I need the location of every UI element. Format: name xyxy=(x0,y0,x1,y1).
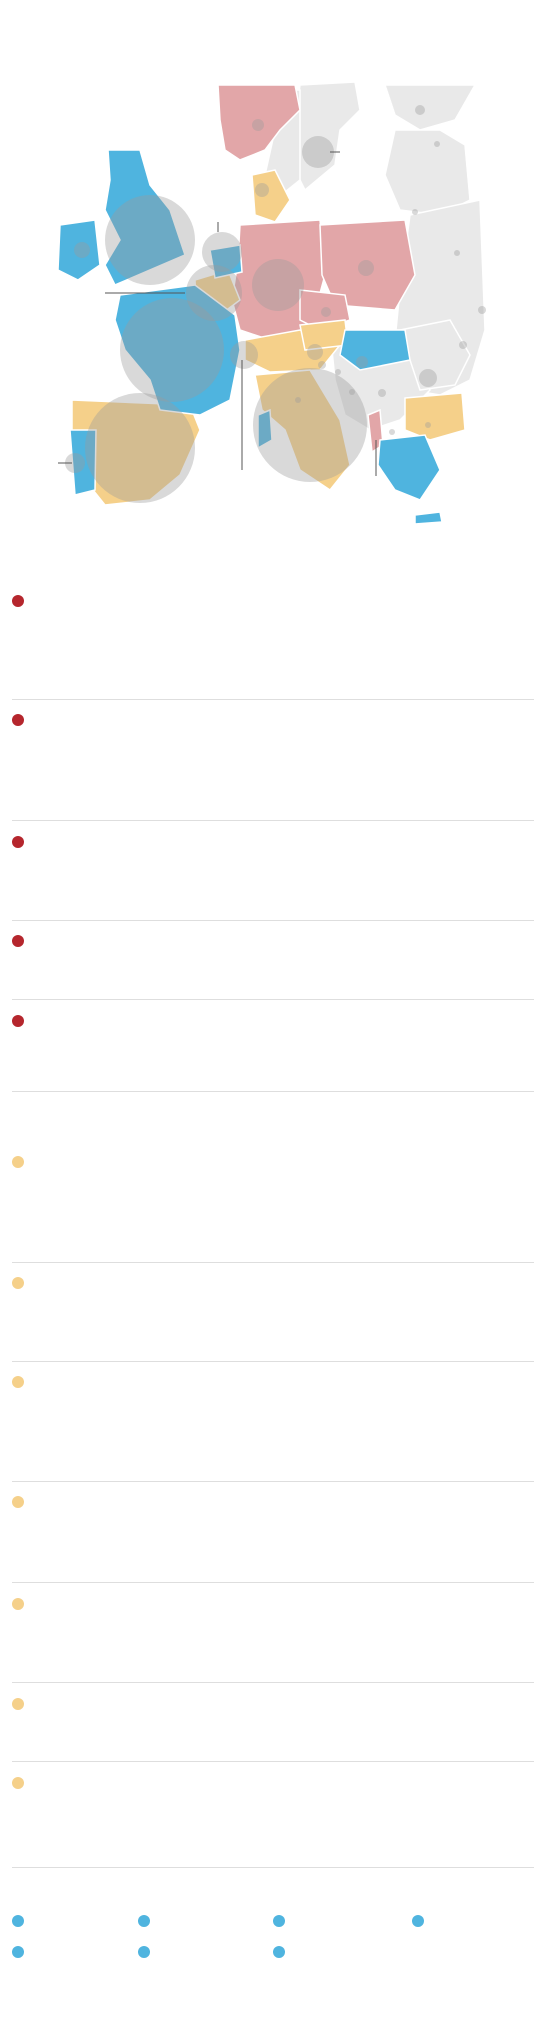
blue-dot-icon xyxy=(138,1946,150,1958)
divider xyxy=(12,1481,534,1482)
list-item xyxy=(12,921,534,1000)
divider xyxy=(12,1867,534,1868)
region-portugal xyxy=(69,429,97,496)
yellow-dot-icon xyxy=(12,1598,24,1610)
bubble-ireland xyxy=(74,242,90,258)
list-item xyxy=(12,1263,534,1362)
region-bulgaria xyxy=(404,392,466,441)
list-item xyxy=(12,700,534,821)
list-item xyxy=(12,821,534,921)
red-dot-icon xyxy=(12,714,24,726)
region-hungary xyxy=(299,319,349,351)
divider xyxy=(12,1582,534,1583)
divider xyxy=(12,1361,534,1362)
europe-map xyxy=(0,0,546,560)
divider xyxy=(12,1761,534,1762)
blue-dot-icon xyxy=(273,1946,285,1958)
region-baltics xyxy=(384,129,471,216)
bubble-finland xyxy=(415,105,425,115)
blue-dot-icon xyxy=(412,1915,424,1927)
europe-map-svg xyxy=(57,81,486,525)
red-dot-icon xyxy=(12,595,24,607)
bubble-poland xyxy=(358,260,374,276)
region-romania xyxy=(399,319,471,391)
bubble-ukraine xyxy=(478,306,486,314)
bubble-austria xyxy=(307,344,323,360)
bubble-uk xyxy=(105,195,195,285)
blue-dot-icon xyxy=(138,1915,150,1927)
region-france xyxy=(114,284,241,416)
region-slovakia xyxy=(339,329,411,371)
yellow-dot-icon xyxy=(12,1698,24,1710)
blue-dot-icon xyxy=(273,1915,285,1927)
blue-regions xyxy=(57,149,443,525)
divider xyxy=(12,820,534,821)
region-netherlands xyxy=(209,244,243,279)
region-denmark xyxy=(251,169,291,223)
bubble-germany xyxy=(252,259,304,311)
divider xyxy=(12,1682,534,1683)
bubble-lithuania xyxy=(454,250,460,256)
list-item xyxy=(12,560,534,700)
bubble-estonia xyxy=(434,141,440,147)
legend-dots xyxy=(12,1915,534,1975)
bubble-belgium xyxy=(186,265,242,321)
region-finland xyxy=(383,84,477,131)
region-poland xyxy=(319,219,416,311)
list-item xyxy=(12,1482,534,1583)
bubble-romania xyxy=(419,369,437,387)
bubble-denmark xyxy=(255,183,269,197)
divider xyxy=(12,1262,534,1263)
bubble-serbia xyxy=(349,389,355,395)
region-greece xyxy=(377,434,441,501)
leader-lines xyxy=(58,151,377,476)
blue-dot-icon xyxy=(12,1946,24,1958)
region-croatia xyxy=(257,408,273,450)
red-dot-icon xyxy=(12,836,24,848)
bubble-france xyxy=(120,298,224,402)
region-cyprus xyxy=(414,511,443,525)
region-ireland xyxy=(57,219,101,281)
bubble-greece xyxy=(389,429,395,435)
yellow-dot-icon xyxy=(12,1496,24,1508)
bubble-netherlands xyxy=(202,232,242,272)
bubble-switzerland xyxy=(230,341,258,369)
bubble-sweden xyxy=(302,136,334,168)
bubbles xyxy=(65,105,486,503)
bubble-bosnia xyxy=(378,389,386,397)
yellow-regions xyxy=(71,169,466,506)
bubble-slovenia xyxy=(318,361,326,369)
bubble-malta xyxy=(295,397,301,403)
divider xyxy=(12,699,534,700)
yellow-dot-icon xyxy=(12,1277,24,1289)
list-item xyxy=(12,1683,534,1762)
bubble-italy xyxy=(253,368,367,482)
red-dot-icon xyxy=(12,935,24,947)
bubble-portugal xyxy=(65,453,85,473)
list-item xyxy=(12,1583,534,1683)
bubble-hungary xyxy=(356,356,368,368)
blue-dot-icon xyxy=(12,1915,24,1927)
bubble-czech xyxy=(321,307,331,317)
bubble-spain xyxy=(85,393,195,503)
region-norway xyxy=(217,84,301,161)
list-item xyxy=(12,1762,534,1868)
bubble-bulgaria xyxy=(425,422,431,428)
divider xyxy=(12,999,534,1000)
bubble-moldova xyxy=(459,341,467,349)
yellow-dot-icon xyxy=(12,1376,24,1388)
region-uk xyxy=(104,149,186,286)
bubble-latvia xyxy=(412,209,418,215)
list-item xyxy=(12,1000,534,1092)
list-item xyxy=(12,1092,534,1263)
yellow-dot-icon xyxy=(12,1777,24,1789)
yellow-dot-icon xyxy=(12,1156,24,1168)
divider xyxy=(12,1091,534,1092)
bubble-norway xyxy=(252,119,264,131)
divider xyxy=(12,920,534,921)
list-item xyxy=(12,1362,534,1482)
bubble-croatia xyxy=(335,369,341,375)
red-dot-icon xyxy=(12,1015,24,1027)
